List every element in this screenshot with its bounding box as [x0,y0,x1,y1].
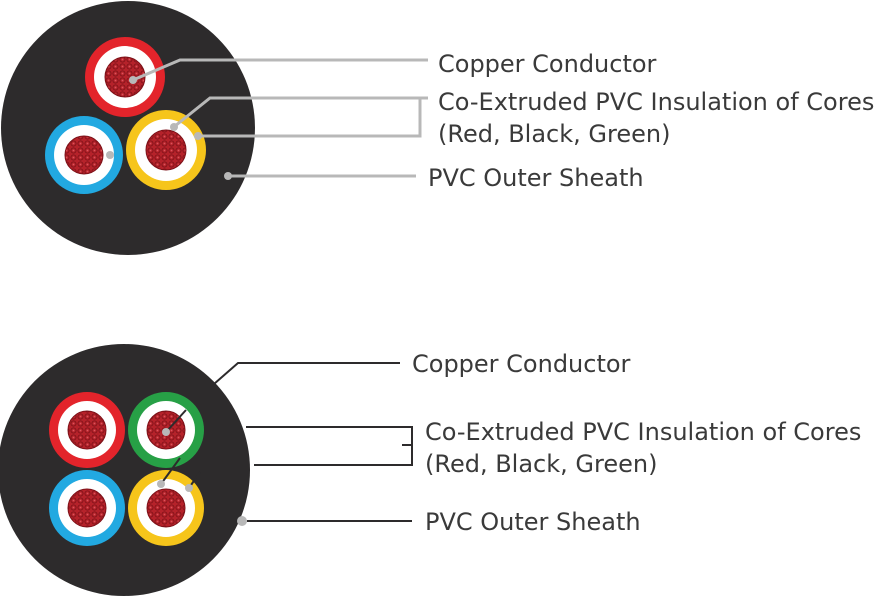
core-yellow [126,110,206,190]
core-blue [49,470,125,546]
label-copper-conductor-top: Copper Conductor [438,50,657,78]
outer-sheath [0,344,250,596]
label-outer-sheath-bottom: PVC Outer Sheath [425,508,641,536]
leader-dots-top [106,76,232,180]
outer-sheath [1,1,255,255]
label-insulation-bottom-line1: Co-Extruded PVC Insulation of Cores [425,418,861,446]
leader-lines-bottom [213,362,413,522]
label-copper-conductor-bottom: Copper Conductor [412,350,631,378]
label-insulation-top-line1: Co-Extruded PVC Insulation of Cores [438,88,874,116]
three-core-cable: Copper Conductor Co-Extruded PVC Insulat… [1,1,874,255]
leader-lines-top [108,58,428,178]
label-outer-sheath-top: PVC Outer Sheath [428,164,644,192]
core-red [85,37,165,117]
core-red [49,392,125,468]
core-yellow [128,470,204,546]
label-insulation-bottom-line2: (Red, Black, Green) [425,450,657,478]
leader-dots-bottom [157,428,247,526]
four-core-cable: Copper Conductor Co-Extruded PVC Insulat… [0,344,861,596]
core-blue [45,116,123,194]
label-insulation-top-line2: (Red, Black, Green) [438,120,670,148]
